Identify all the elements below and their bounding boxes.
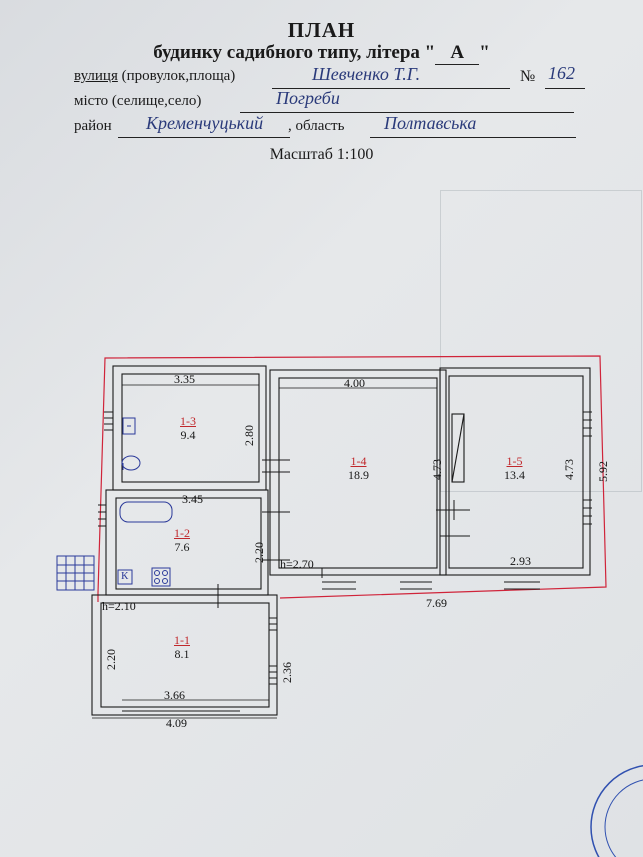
district-value: Кременчуцький	[146, 113, 264, 133]
dim-2-20-a: 2.20	[252, 542, 266, 563]
dim-2-80: 2.80	[242, 425, 256, 446]
subtitle-letter: А	[435, 42, 480, 65]
fixtures	[117, 417, 173, 587]
dim-2-36: 2.36	[280, 662, 294, 683]
room-area: 7.6	[174, 540, 190, 554]
subtitle-prefix: будинку садибного типу, літера "	[153, 42, 436, 63]
room-1-2: 1-2 7.6	[174, 526, 190, 554]
city-underline	[240, 112, 574, 113]
room-code: 1-4	[350, 454, 367, 468]
dim-2-93: 2.93	[510, 554, 531, 568]
height-low: h=2.10	[102, 599, 136, 613]
room-area: 8.1	[174, 647, 190, 661]
region-underline	[370, 137, 576, 138]
walls	[91, 365, 591, 716]
dimension-lines	[92, 384, 583, 719]
room-area: 9.4	[180, 428, 196, 442]
height-main: h=2.70	[280, 557, 314, 571]
dim-5-92: 5.92	[596, 461, 610, 482]
region-label: , область	[288, 118, 345, 134]
plan-subtitle: будинку садибного типу, літера "А"	[0, 42, 643, 65]
dim-7-69: 7.69	[426, 596, 447, 610]
scale-label: Масштаб 1:100	[269, 146, 374, 163]
kitchen-mark: К	[121, 570, 129, 582]
number-value: 162	[548, 63, 575, 83]
dim-3-35: 3.35	[174, 372, 195, 386]
street-line: вулиця (провулок,площа)	[74, 68, 235, 85]
room-code: 1-5	[506, 454, 523, 468]
windows	[98, 411, 592, 712]
dim-3-45: 3.45	[182, 492, 203, 506]
city-value: Погреби	[276, 88, 340, 108]
room-code: 1-3	[180, 414, 196, 428]
street-label-rest: (провулок,площа)	[121, 68, 236, 84]
city-label: місто (селище,село)	[74, 93, 202, 109]
room-1-3: 1-3 9.4	[180, 414, 196, 442]
dim-4-09: 4.09	[166, 716, 187, 730]
dim-3-66: 3.66	[164, 688, 185, 702]
room-area: 18.9	[348, 468, 369, 482]
room-1-1: 1-1 8.1	[174, 633, 190, 661]
street-label: вулиця	[74, 68, 118, 84]
dim-4-73-a: 4.73	[430, 459, 444, 480]
background-table	[440, 190, 642, 492]
stamp-seal	[590, 765, 643, 857]
dim-4-73-b: 4.73	[562, 459, 576, 480]
plan-title: ПЛАН	[287, 18, 356, 42]
number-underline	[545, 88, 585, 89]
number-label: №	[520, 68, 536, 85]
dim-2-20-b: 2.20	[104, 649, 118, 670]
district-underline	[118, 137, 290, 138]
room-code: 1-1	[174, 633, 190, 647]
room-1-5: 1-5 13.4	[504, 454, 525, 482]
room-area: 13.4	[504, 468, 525, 482]
dim-4-00: 4.00	[344, 376, 365, 390]
subtitle-suffix: "	[479, 42, 490, 63]
district-label: район	[74, 118, 112, 134]
room-code: 1-2	[174, 526, 190, 540]
street-value: Шевченко Т.Г.	[312, 64, 421, 84]
region-value: Полтавська	[384, 113, 477, 133]
porch-grid	[56, 555, 95, 591]
street-underline	[272, 88, 510, 89]
room-1-4: 1-4 18.9	[348, 454, 369, 482]
